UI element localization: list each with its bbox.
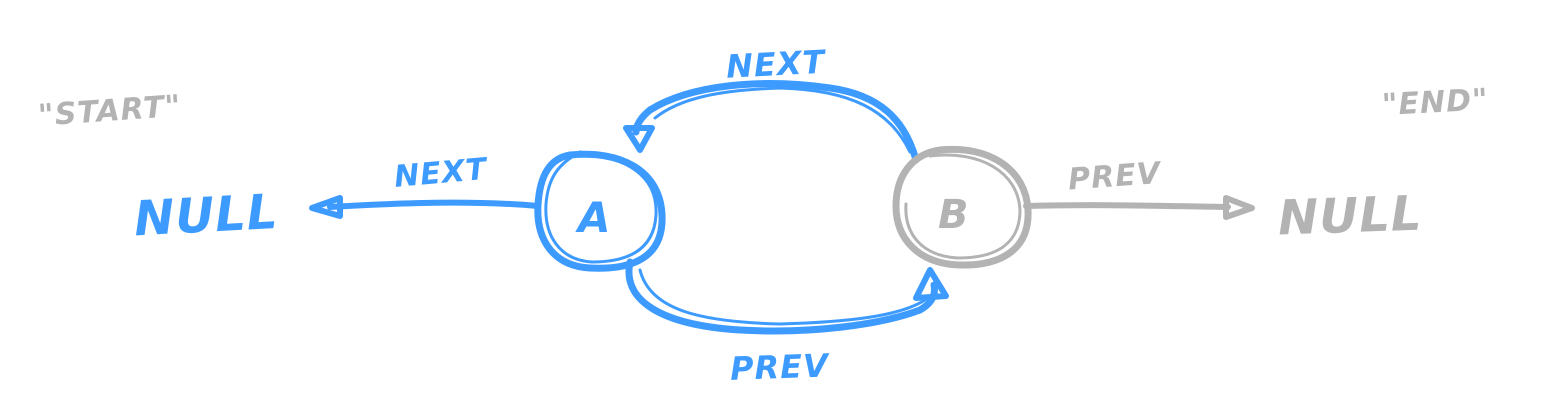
node-b-label: B — [938, 192, 970, 238]
node-b: B — [892, 145, 1032, 269]
node-a-label: A — [575, 193, 612, 242]
next-label-top: NEXT — [725, 43, 827, 86]
prev-label-bottom: PREV — [729, 346, 830, 387]
prev-arrow-to-right-null — [1023, 195, 1255, 220]
prev-label-right: PREV — [1067, 156, 1164, 198]
start-caption: "START" — [37, 89, 183, 134]
next-arrow-top-arc — [623, 80, 920, 164]
node-a: A — [534, 150, 666, 272]
prev-arrow-bottom-arc — [625, 258, 949, 335]
right-null-label: NULL — [1277, 185, 1423, 246]
next-arrow-to-left-null — [309, 195, 541, 219]
next-label-left: NEXT — [393, 152, 490, 195]
left-null-label: NULL — [133, 184, 280, 247]
end-caption: "END" — [1381, 82, 1489, 123]
